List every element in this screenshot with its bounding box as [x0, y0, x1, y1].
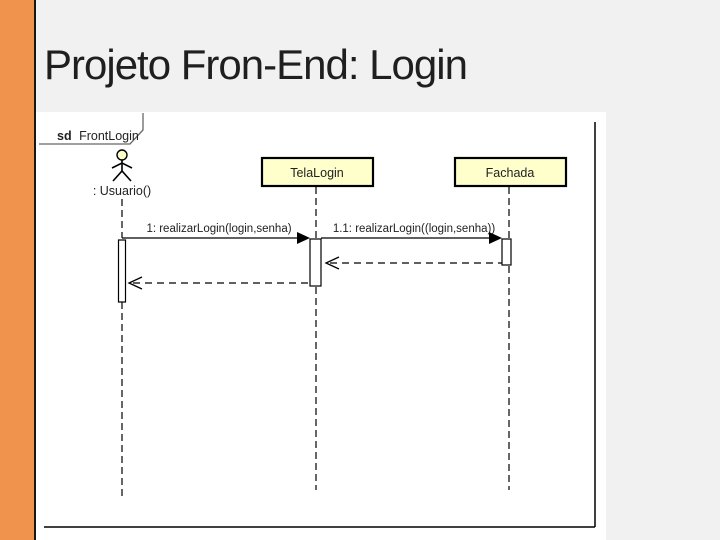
activation-bar-usuario: [117, 239, 127, 303]
frame-label-shape: [39, 113, 144, 145]
lifelines: [121, 187, 510, 497]
frame-label-keyword: sd: [57, 129, 72, 143]
actor-legs-icon: [112, 169, 132, 182]
activation-bar-fachada: [501, 238, 512, 266]
object-label-fachada: Fachada: [486, 166, 535, 180]
message-1-label: 1: realizarLogin(login,senha): [146, 223, 291, 235]
return-2-arrowhead-icon: [127, 276, 143, 290]
object-box-telalogin: TelaLogin: [260, 156, 375, 188]
activation-bar-telalogin: [309, 238, 322, 287]
return-message-1: [324, 256, 502, 270]
return-1-arrowhead-icon: [324, 256, 340, 270]
frame-label: sd FrontLogin: [57, 129, 139, 143]
message-1-arrowhead-icon: [297, 232, 310, 244]
frame-label-name: FrontLogin: [79, 129, 139, 143]
actor-usuario: : Usuario(): [93, 149, 151, 198]
actor-label: : Usuario(): [93, 184, 151, 198]
message-1: 1: realizarLogin(login,senha): [122, 223, 310, 244]
accent-sidebar: [0, 0, 34, 540]
actor-head-icon: [116, 149, 128, 161]
object-label-telalogin: TelaLogin: [290, 166, 344, 180]
message-1-1: 1.1: realizarLogin((login,senha)): [321, 223, 502, 244]
actor-arms-icon: [111, 162, 133, 169]
object-box-fachada: Fachada: [453, 156, 568, 188]
page-title: Projeto Fron-End: Login: [44, 41, 468, 88]
return-message-2: [127, 276, 313, 290]
message-1-1-label: 1.1: realizarLogin((login,senha)): [333, 223, 496, 235]
sidebar-divider: [34, 0, 36, 540]
message-1-1-arrowhead-icon: [489, 232, 502, 244]
